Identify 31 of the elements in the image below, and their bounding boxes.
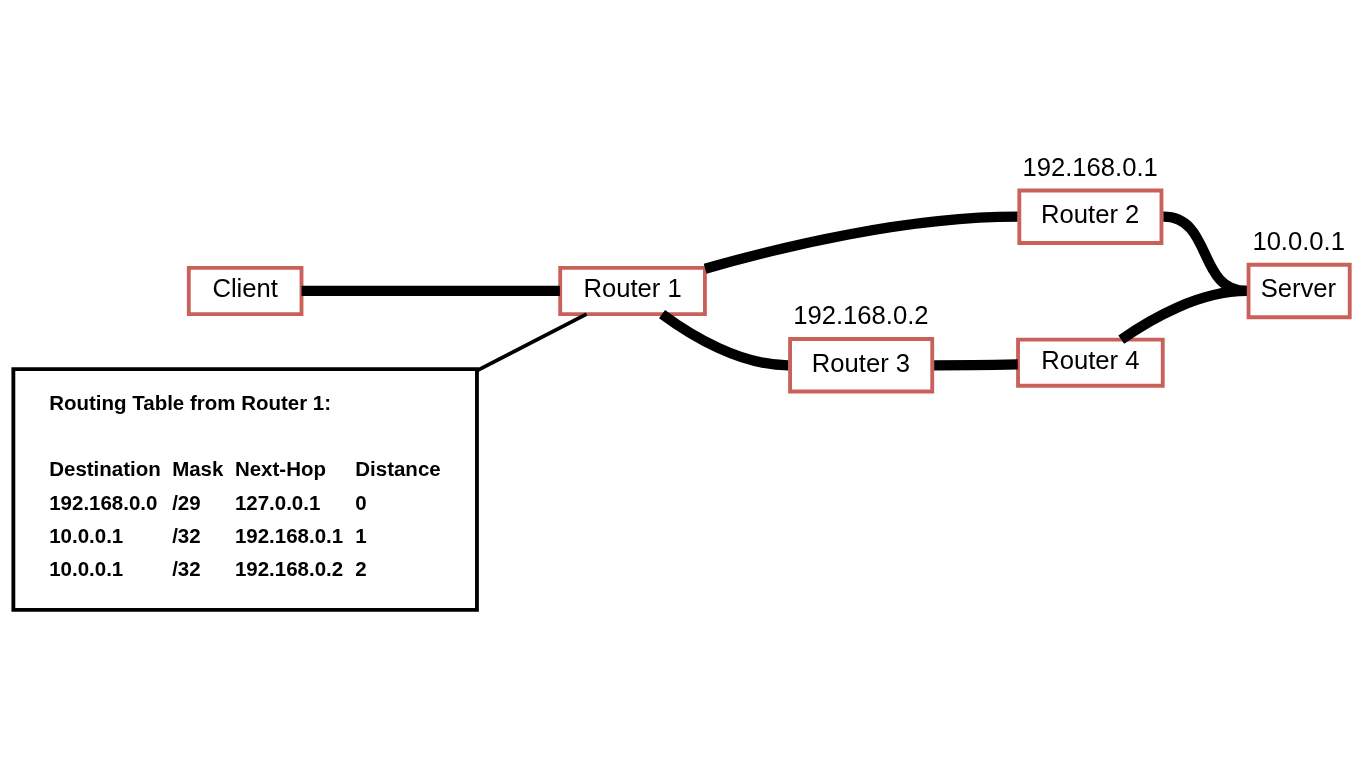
label: /32 — [172, 556, 201, 580]
label: 192.168.0.0 — [49, 490, 158, 514]
label: Mask — [172, 456, 224, 480]
connector — [703, 211, 1018, 274]
label: /29 — [172, 490, 201, 514]
label: /32 — [172, 523, 201, 547]
node-box: Router 3 — [788, 336, 935, 393]
node-box: Router 1 — [558, 265, 707, 316]
label: Next-Hop — [234, 456, 326, 480]
label: 192.168.0.1 — [234, 523, 344, 547]
connector — [659, 309, 789, 370]
label: 192.168.0.2 — [234, 556, 344, 580]
node-label: 192.168.0.1 — [1022, 152, 1158, 181]
label: 0 — [355, 490, 367, 514]
connector — [934, 358, 1018, 370]
node-label: 192.168.0.2 — [793, 300, 929, 329]
label: 10.0.0.1 — [49, 523, 124, 547]
node-label: 10.0.0.1 — [1252, 226, 1345, 255]
connector — [301, 285, 560, 296]
label: 127.0.0.1 — [234, 490, 321, 514]
connector — [476, 311, 588, 372]
label: Destination — [49, 456, 161, 480]
label: 1 — [355, 523, 367, 547]
label: 2 — [355, 556, 367, 580]
node-box: Router 2 — [1017, 188, 1164, 245]
node-box: Client — [186, 265, 304, 316]
label: Distance — [355, 456, 441, 480]
connector — [1118, 285, 1247, 344]
node-box: Server — [1246, 262, 1352, 319]
node-box: Router 4 — [1016, 337, 1165, 388]
label: 10.0.0.1 — [49, 556, 124, 580]
